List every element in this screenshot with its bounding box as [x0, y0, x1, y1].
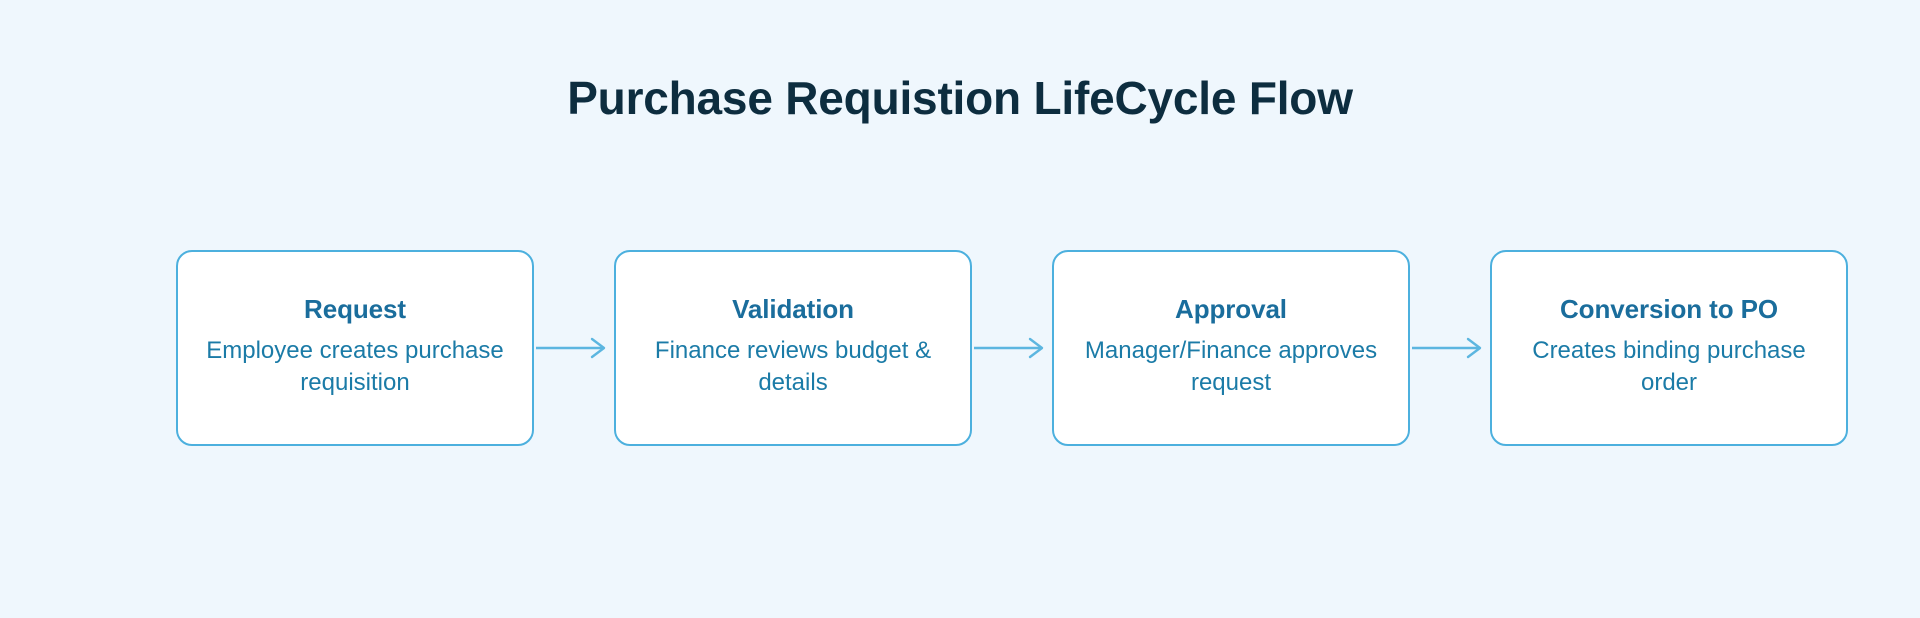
flow-arrow-3 [1410, 336, 1490, 360]
flow-step-card-3[interactable]: Approval Manager/Finance approves reques… [1052, 250, 1410, 446]
flow-step-description-2: Finance reviews budget & details [654, 336, 932, 396]
flow-step-description-3: Manager/Finance approves request [1084, 336, 1378, 396]
flow-step-card-1[interactable]: Request Employee creates purchase requis… [176, 250, 534, 446]
process-flow-row: Request Employee creates purchase requis… [176, 250, 1848, 446]
flow-step-description-4: Creates binding purchase order [1532, 336, 1806, 396]
arrow-right-icon [974, 337, 1044, 359]
arrow-right-icon [1412, 337, 1482, 359]
flow-step-title-1: Request [304, 293, 406, 324]
flow-step-card-2[interactable]: Validation Finance reviews budget & deta… [614, 250, 972, 446]
flow-arrow-1 [534, 336, 614, 360]
page-title: Purchase Requistion LifeCycle Flow [567, 72, 1353, 124]
flow-step-title-4: Conversion to PO [1560, 293, 1778, 324]
flow-step-title-3: Approval [1175, 293, 1287, 324]
arrow-right-icon [536, 337, 606, 359]
flow-arrow-2 [972, 336, 1052, 360]
flow-step-description-1: Employee creates purchase requisition [206, 336, 504, 396]
flow-step-card-4[interactable]: Conversion to PO Creates binding purchas… [1490, 250, 1848, 446]
flow-step-title-2: Validation [732, 293, 854, 324]
